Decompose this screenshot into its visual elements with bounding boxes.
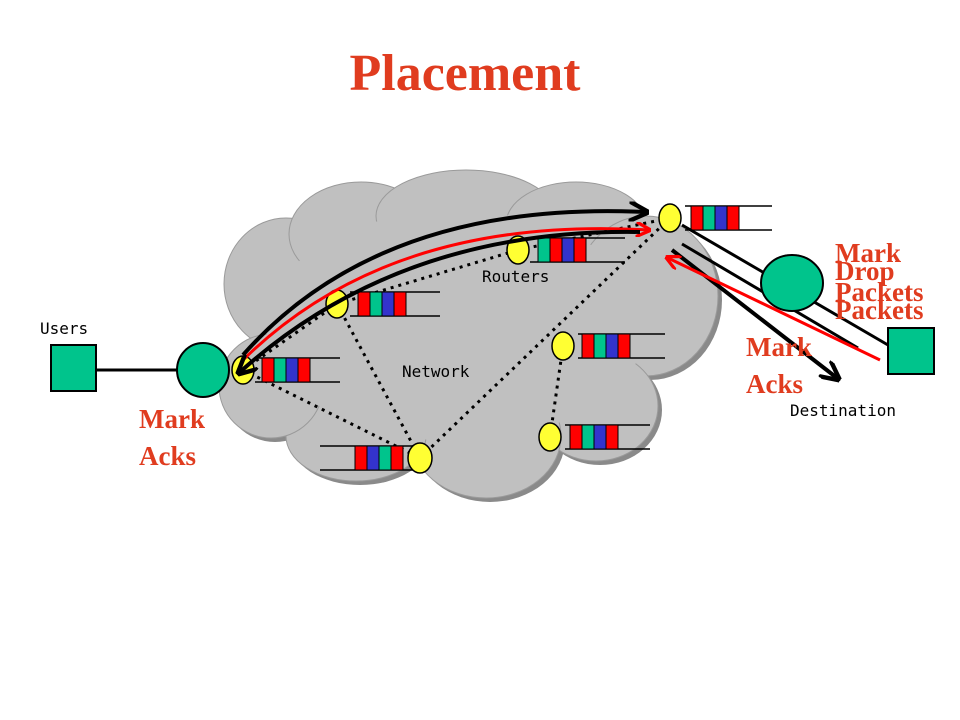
destination-host-icon [887, 327, 935, 375]
top-drop-packets-annotation: Packets [835, 295, 923, 325]
queue-egress-router [685, 205, 772, 231]
ack-path-red-right [668, 258, 881, 362]
queue-router-2 [350, 291, 440, 317]
ingress-router-icon [176, 342, 230, 398]
forward-path-black [241, 211, 645, 357]
queue-router-4 [578, 333, 665, 359]
forward-path-red [241, 229, 648, 362]
page-title: Placement [349, 45, 581, 102]
right-acks-annotation: Acks [746, 369, 803, 399]
users-host-icon [50, 344, 97, 392]
egress-router-icon [760, 254, 824, 312]
right-mark-annotation: Mark [746, 332, 812, 362]
top-drop-annotation: Drop [835, 256, 895, 286]
left-mark-annotation: Mark [139, 404, 205, 434]
queue-router-1 [255, 357, 340, 383]
router-icon [538, 422, 562, 452]
queue-router-5 [565, 424, 650, 450]
router-icon [551, 331, 575, 361]
users-label: Users [40, 319, 88, 338]
routers-label: Routers [482, 267, 549, 286]
top-mark-annotation: Mark [835, 238, 901, 268]
ack-path-black-left [240, 229, 641, 372]
network-cloud-core [266, 211, 646, 441]
router-icon [407, 442, 433, 474]
router-icon [658, 203, 682, 233]
queue-router-6 [320, 445, 415, 471]
destination-label: Destination [790, 401, 896, 420]
top-packets-annotation: Packets [835, 277, 923, 307]
left-acks-annotation: Acks [139, 441, 196, 471]
forward-path-black-right [670, 248, 837, 378]
network-label: Network [402, 362, 470, 381]
